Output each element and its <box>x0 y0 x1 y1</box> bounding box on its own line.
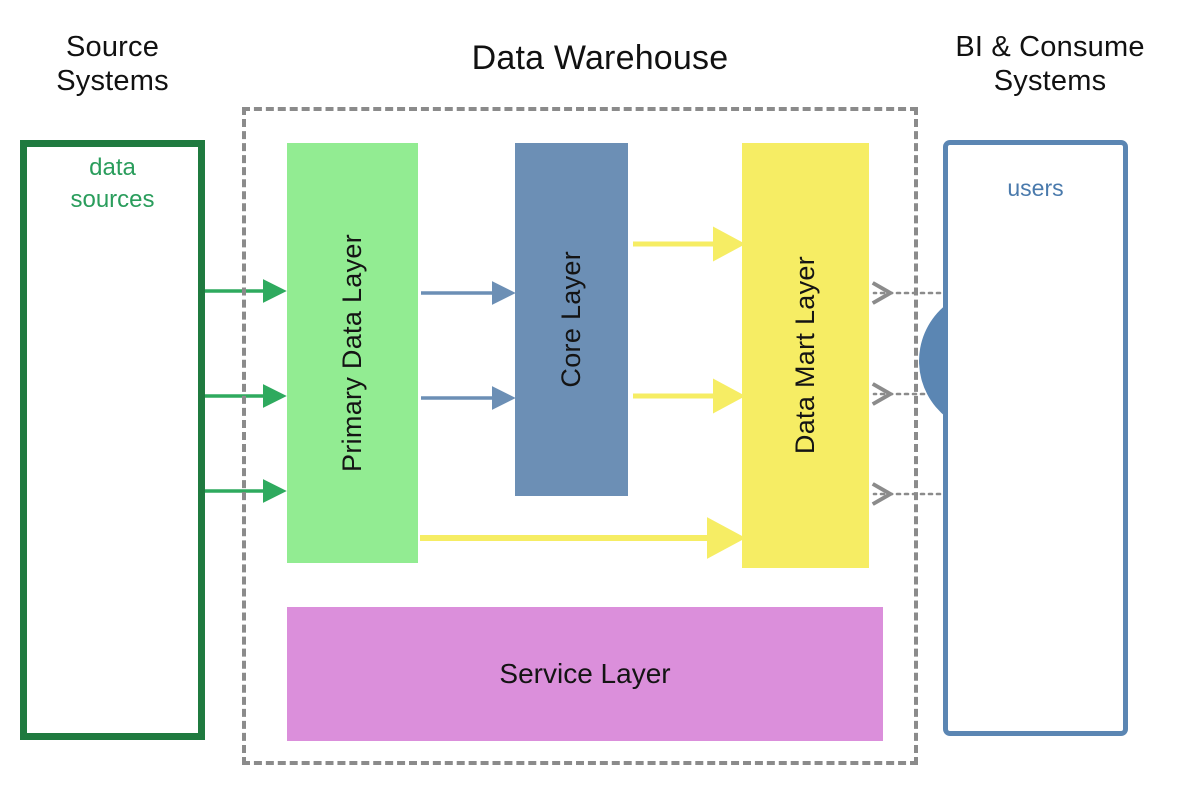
source-systems-header-text: Source Systems <box>56 31 169 98</box>
bi-consume-header-text: BI & Consume Systems <box>955 31 1145 98</box>
data-warehouse-header-text: Data Warehouse <box>471 39 729 77</box>
data-sources-label-text: data sources <box>70 154 155 214</box>
data-mart-layer-label: Data Mart Layer <box>790 256 820 455</box>
service-layer-label: Service Layer <box>499 658 671 689</box>
flow-primary-to-core <box>421 281 516 410</box>
data-sources-label: data sources <box>20 152 205 217</box>
primary-data-layer-label: Primary Data Layer <box>337 234 367 472</box>
service-layer-block[interactable]: Service Layer <box>287 607 883 741</box>
primary-data-layer-block[interactable]: Primary Data Layer <box>287 143 418 563</box>
source-systems-panel <box>20 140 205 740</box>
bi-consume-header: BI & Consume Systems <box>910 30 1190 98</box>
bi-consume-panel <box>943 140 1128 736</box>
flow-core-to-mart <box>633 226 746 414</box>
data-mart-layer-block[interactable]: Data Mart Layer <box>742 143 869 568</box>
data-warehouse-header: Data Warehouse <box>400 38 800 78</box>
source-systems-header: Source Systems <box>10 30 215 98</box>
core-layer-block[interactable]: Core Layer <box>515 143 628 496</box>
users-label-text: users <box>1007 175 1064 201</box>
data-warehouse-boundary <box>242 107 918 765</box>
users-label: users <box>943 175 1128 202</box>
core-layer-label: Core Layer <box>556 251 586 388</box>
